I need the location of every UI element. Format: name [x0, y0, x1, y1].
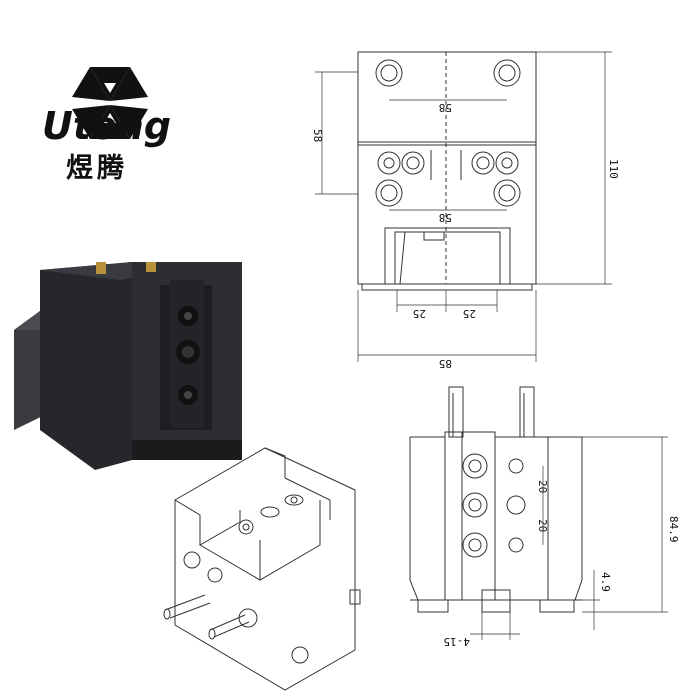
dim-step: 4.9	[599, 572, 612, 592]
brand-logo-icon	[72, 67, 148, 139]
dim-overall-height: 84.9	[667, 516, 680, 543]
logo-triangle-top-right	[110, 67, 148, 101]
dim-slot-left: 25	[413, 307, 426, 320]
brand-name-chinese: 煜腾	[66, 153, 128, 184]
dim-pitch-upper: 20	[536, 480, 549, 493]
dim-bottom-hole-pitch: 58	[439, 211, 452, 224]
logo-triangle-top-left	[72, 67, 110, 101]
front-view-dimensions	[470, 436, 668, 640]
dim-height: 110	[607, 159, 620, 179]
dim-top-hole-pitch: 58	[439, 101, 452, 114]
logo-triangle-bottom-left	[72, 105, 110, 139]
dim-key-width: 4-15	[444, 635, 471, 648]
dim-left-vertical: 58	[311, 129, 324, 142]
isometric-drawing	[163, 447, 361, 691]
top-view-drawing	[357, 51, 537, 291]
front-view-drawing	[409, 386, 583, 613]
dim-slot-right: 25	[463, 307, 476, 320]
dim-pitch-lower: 20	[536, 519, 549, 532]
brand-name: Uteng	[42, 104, 172, 148]
product-photo	[14, 262, 242, 470]
dim-width: 85	[439, 357, 452, 370]
top-view-dimensions	[315, 51, 612, 362]
logo-triangle-bottom-right	[110, 105, 148, 139]
